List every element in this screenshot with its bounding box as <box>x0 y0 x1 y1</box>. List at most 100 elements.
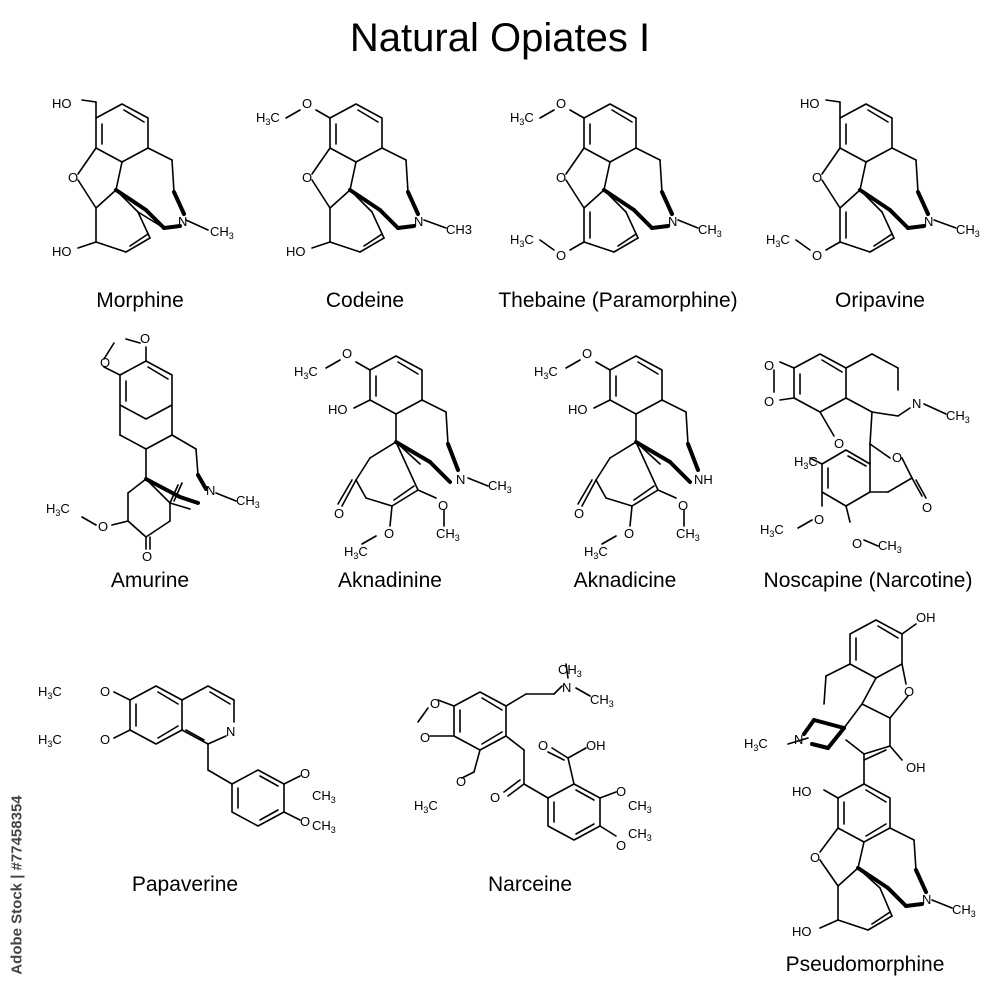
atom-O-lactone: O <box>892 450 902 465</box>
atom-O-methoxy-2: O <box>556 248 566 263</box>
atom-N: N <box>562 680 571 695</box>
atom-CH3-4: CH3 <box>312 818 336 835</box>
atom-OH: OH <box>586 738 606 753</box>
atom-H3C-2: H3C <box>38 732 62 749</box>
atom-H3C: H3C <box>794 454 818 471</box>
atom-CH3: CH3 <box>488 478 512 495</box>
atom-O-methoxy: O <box>302 96 312 111</box>
structure-oripavine: HO O H3C O N CH3 <box>766 96 980 263</box>
atom-O-4: O <box>300 814 310 829</box>
atom-N: N <box>924 214 933 229</box>
atom-CH3-top: CH3 <box>558 662 582 679</box>
atom-CH3-3: CH3 <box>878 538 902 555</box>
atom-N: N <box>456 472 465 487</box>
atom-O-keto: O <box>142 549 152 564</box>
atom-O-4: O <box>616 838 626 853</box>
atom-H3C: H3C <box>766 232 790 249</box>
atom-HO: HO <box>328 402 348 417</box>
atom-CH3-right: CH3 <box>590 692 614 709</box>
atom-N: N <box>668 214 677 229</box>
atom-N-2: N <box>922 892 931 907</box>
atom-HO-bottom: HO <box>286 244 306 259</box>
compound-name-noscapine: Noscapine (Narcotine) <box>763 569 973 592</box>
compound-name-codeine: Codeine <box>325 289 405 312</box>
structure-codeine: H3C O O HO N CH3 <box>256 96 472 259</box>
atom-O-methoxy: O <box>342 346 352 361</box>
atom-O-1: O <box>100 355 110 370</box>
atom-CH3-3: CH3 <box>436 526 460 543</box>
atom-O-methoxy-3: O <box>678 498 688 513</box>
atom-CH3: CH3 <box>236 493 260 510</box>
compound-name-thebaine: Thebaine (Paramorphine) <box>498 289 738 312</box>
atom-O-methoxy: O <box>812 248 822 263</box>
atom-N: N <box>178 214 187 229</box>
atom-N-1: N <box>794 732 803 747</box>
structure-narceine: CH3 N CH3 O O O H3C O O OH O CH3 O CH3 <box>414 662 652 853</box>
atom-H3C: H3C <box>744 736 768 753</box>
atom-O-2: O <box>100 732 110 747</box>
atom-HO-top: HO <box>52 96 72 111</box>
compound-name-aknadicine: Aknadicine <box>573 569 677 592</box>
atom-O-ring: O <box>812 170 822 185</box>
atom-O-1: O <box>764 358 774 373</box>
atom-O-3: O <box>616 784 626 799</box>
atom-O-methoxy-2: O <box>814 512 824 527</box>
atom-O-keto: O <box>334 506 344 521</box>
atom-O-2: O <box>420 730 430 745</box>
compound-name-aknadinine: Aknadinine <box>338 569 442 592</box>
atom-H3C: H3C <box>510 110 534 127</box>
atom-CH3: CH3 <box>698 222 722 239</box>
atom-CH3: CH3 <box>946 408 970 425</box>
atom-CH3-3: CH3 <box>628 798 652 815</box>
atom-N: N <box>206 483 215 498</box>
structure-thebaine: H3C O O H3C O N CH3 <box>510 96 722 263</box>
atom-O-methoxy: O <box>456 774 466 789</box>
atom-O-methoxy-3: O <box>852 536 862 551</box>
atom-O-ring-1: O <box>904 684 914 699</box>
compound-name-narceine: Narceine <box>487 873 573 896</box>
atom-OH-mid: OH <box>906 760 926 775</box>
atom-CH3-3: CH3 <box>676 526 700 543</box>
atom-HO-top: HO <box>800 96 820 111</box>
compound-name-morphine: Morphine <box>96 289 184 312</box>
atom-H3C: H3C <box>414 798 438 815</box>
atom-O-methoxy-2: O <box>624 526 634 541</box>
atom-N: N <box>912 396 921 411</box>
atom-O-1: O <box>100 684 110 699</box>
atom-CH3: CH3 <box>210 224 234 241</box>
atom-O-methoxy-2: O <box>384 526 394 541</box>
atom-H3C-1: H3C <box>38 684 62 701</box>
compound-name-oripavine: Oripavine <box>835 289 925 312</box>
atom-CH3: CH3 <box>956 222 980 239</box>
structure-aknadicine: H3C O HO O H3C O O CH3 NH <box>534 346 713 561</box>
atom-O-methoxy-3: O <box>438 498 448 513</box>
atom-HO-mid: HO <box>792 784 812 799</box>
atom-H3C-2: H3C <box>584 544 608 561</box>
atom-O-2: O <box>764 394 774 409</box>
structure-amurine: O O H3C O O N CH3 <box>46 331 260 564</box>
atom-H3C: H3C <box>534 364 558 381</box>
atom-OH-top: OH <box>916 610 936 625</box>
atom-CH3-4: CH3 <box>628 826 652 843</box>
atom-O-keto: O <box>922 500 932 515</box>
atom-O-ring: O <box>68 170 78 185</box>
atom-H3C-2: H3C <box>510 232 534 249</box>
atom-H3C: H3C <box>46 501 70 518</box>
atom-O-2: O <box>140 331 150 346</box>
structure-morphine: HO O HO N CH3 <box>52 96 234 259</box>
atom-CH3-3: CH3 <box>312 788 336 805</box>
structure-noscapine: O O O H3C N CH3 O O H3C O O CH3 <box>760 353 970 555</box>
atom-O-acid: O <box>538 738 548 753</box>
atom-O-ring: O <box>556 170 566 185</box>
page-title: Natural Opiates I <box>349 16 651 60</box>
compound-name-pseudomorphine: Pseudomorphine <box>785 953 945 976</box>
atom-O-methoxy: O <box>98 519 108 534</box>
atom-CH3: CH3 <box>952 902 976 919</box>
atom-O-methoxy: O <box>556 96 566 111</box>
atom-O-3: O <box>300 766 310 781</box>
atom-H3C: H3C <box>256 110 280 127</box>
structure-papaverine: H3C O H3C O N O CH3 O CH3 <box>38 684 336 835</box>
compound-name-papaverine: Papaverine <box>131 873 239 896</box>
compound-name-amurine: Amurine <box>110 569 190 592</box>
